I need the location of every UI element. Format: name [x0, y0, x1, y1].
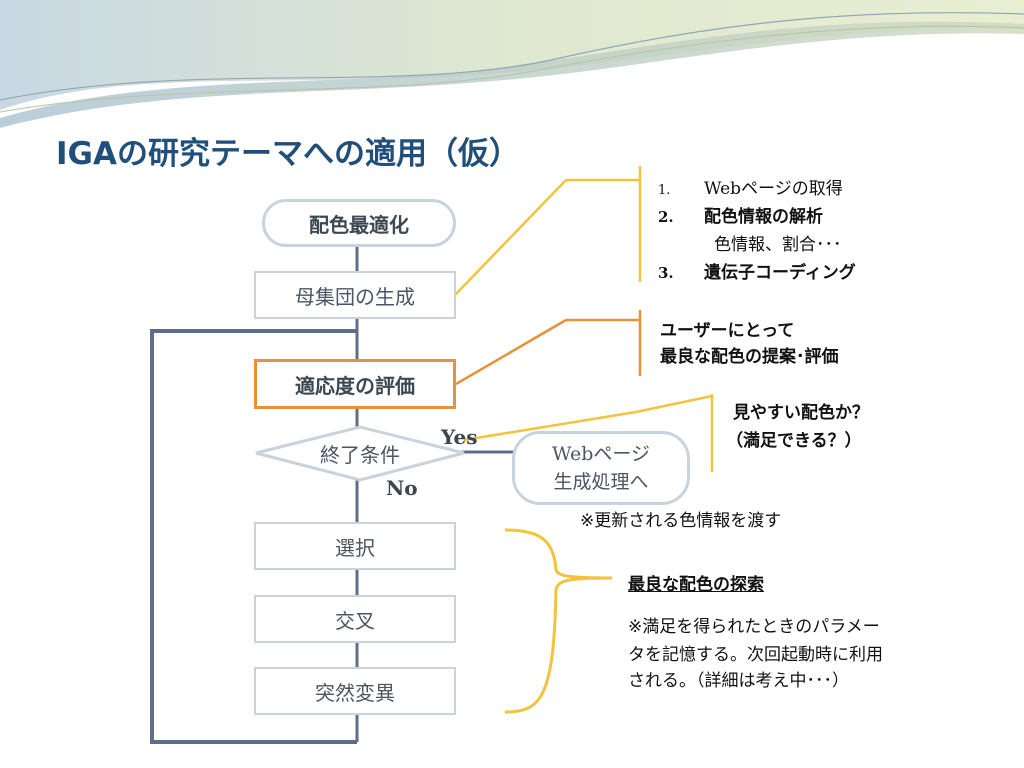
callout-line-init [453, 179, 567, 297]
select-node-label: 選択 [335, 535, 375, 560]
search-note-line1: ※満足を得られたときのパラメー [628, 617, 880, 637]
search-note-title: 最良な配色の探索 [628, 575, 764, 595]
output-node: Webページ 生成処理へ [512, 431, 690, 505]
output-node-line1: Webページ [551, 443, 650, 465]
search-note-line3: される。（詳細は考え中･･･） [628, 671, 849, 691]
terminate-note-line1: 見やすい配色か？ [733, 403, 869, 423]
terminate-diamond [255, 425, 465, 482]
evaluate-note-line2: 最良な配色の提案･評価 [660, 347, 839, 367]
evaluate-node: 適応度の評価 [254, 359, 456, 409]
list-item: 2. 配色情報の解析 [658, 202, 856, 230]
mutation-node-label: 突然変異 [315, 680, 395, 705]
init-callout-list: 1. Webページの取得 2. 配色情報の解析 色情報、割合･･･ 3. 遺伝子… [658, 174, 856, 286]
crossover-node: 交叉 [254, 595, 456, 643]
no-label: No [386, 476, 418, 500]
mutation-node: 突然変異 [254, 667, 456, 715]
select-node: 選択 [254, 522, 456, 570]
yes-label: Yes [441, 425, 478, 449]
list-number: 2. [658, 208, 674, 226]
output-note: ※更新される色情報を渡す [580, 511, 782, 531]
init-node-label: 母集団の生成 [295, 284, 415, 309]
page-title: IGAの研究テーマへの適用（仮） [56, 136, 520, 172]
evaluate-node-label: 適応度の評価 [295, 373, 415, 398]
callout-line-terminate [463, 410, 637, 442]
terminate-note-line2: （満足できる？） [726, 431, 862, 451]
terminate-label: 終了条件 [320, 442, 400, 467]
list-text: 配色情報の解析 [704, 207, 823, 227]
callout-line-evaluate [455, 318, 567, 386]
list-number: 1. [658, 183, 671, 198]
start-node: 配色最適化 [262, 199, 456, 247]
list-text: 遺伝子コーディング [704, 263, 856, 283]
init-node: 母集団の生成 [254, 271, 456, 319]
curly-brace [504, 528, 613, 714]
list-item: 1. Webページの取得 [658, 174, 856, 202]
crossover-node-label: 交叉 [335, 608, 375, 633]
output-node-line2: 生成処理へ [553, 471, 649, 493]
search-note-line2: タを記憶する。次回起動時に利用 [628, 645, 883, 665]
loop-back-line [150, 329, 357, 744]
list-subtext: 色情報、割合･･･ [714, 235, 842, 255]
list-number: 3. [658, 264, 674, 282]
list-item: 3. 遺伝子コーディング [658, 258, 856, 286]
evaluate-note-line1: ユーザーにとって [660, 321, 795, 341]
list-text: Webページの取得 [704, 179, 843, 199]
header-wave-decoration [0, 0, 1024, 128]
start-node-label: 配色最適化 [309, 212, 409, 237]
